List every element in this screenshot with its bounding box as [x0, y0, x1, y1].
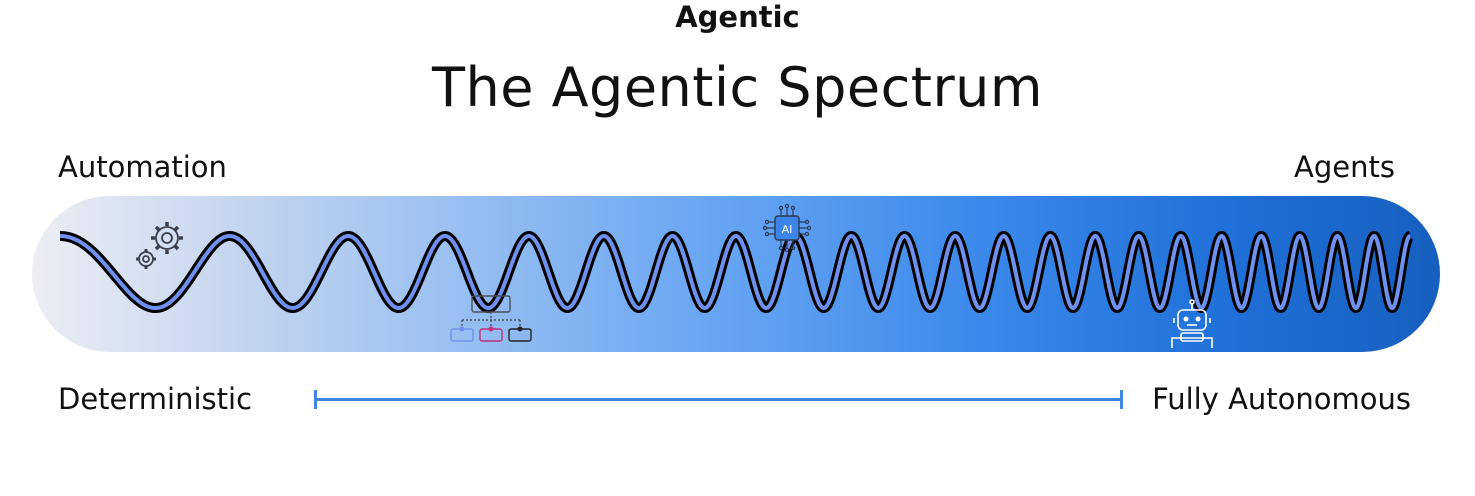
ai-chip-icon: AI: [762, 203, 812, 253]
automation-label: Automation: [58, 150, 227, 184]
robot-icon: [1171, 299, 1213, 348]
agents-label: Agents: [1294, 150, 1395, 184]
deterministic-label: Deterministic: [58, 382, 253, 416]
page-title: The Agentic Spectrum: [432, 56, 1043, 119]
agentic-label: Agentic: [675, 0, 800, 34]
fully-autonomous-label: Fully Autonomous: [1152, 382, 1411, 416]
workflow-icon: [450, 295, 532, 342]
gears-icon: [136, 222, 183, 269]
spectrum-wave: [55, 231, 1415, 313]
agentic-range-end-tick: [1120, 390, 1123, 409]
agentic-range-bar: [316, 398, 1122, 401]
ai-chip-text: AI: [782, 223, 793, 236]
agentic-range-start-tick: [314, 390, 317, 409]
